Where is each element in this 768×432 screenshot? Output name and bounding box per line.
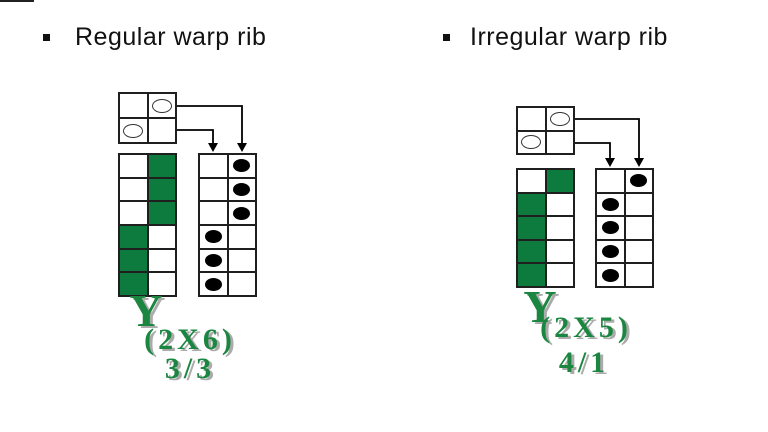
grid-cell [227, 177, 256, 202]
warp-symbol-label: Y [523, 281, 557, 332]
weave-unit-grid [118, 92, 177, 144]
grid-cell [624, 263, 653, 287]
grid-cell [199, 177, 228, 202]
warp-symbol-label: Y [129, 285, 163, 336]
grid-cell [227, 224, 256, 249]
grid-cell [199, 272, 228, 296]
grid-cell [227, 272, 256, 296]
warp-circle-icon [521, 135, 542, 150]
filled-cell [147, 177, 176, 202]
grid-cell [199, 154, 228, 178]
grid-cell [624, 216, 653, 240]
grid-cell [545, 192, 574, 217]
grid-cell [624, 192, 653, 217]
filled-cell [119, 272, 148, 296]
lift-dot-icon [204, 277, 222, 291]
grid-cell [596, 192, 625, 217]
grid-cell [147, 118, 176, 143]
grid-cell [596, 239, 625, 264]
lifting-plan-grid [595, 168, 654, 288]
weave-unit-grid [516, 106, 575, 155]
filled-cell [517, 239, 546, 264]
title-row-irregular: Irregular warp rib [443, 22, 668, 52]
filled-cell [119, 248, 148, 273]
design-repeat-grid [516, 168, 575, 288]
filled-cell [147, 201, 176, 225]
design-repeat-grid [118, 153, 177, 297]
grid-cell [517, 107, 546, 131]
lift-dot-icon [233, 159, 251, 173]
grid-cell [119, 177, 148, 202]
arrowhead-icon [208, 143, 218, 152]
repeat-size-label: (2X6) [144, 323, 236, 356]
panel-title: Irregular warp rib [470, 23, 668, 51]
bullet-square-icon [443, 34, 450, 41]
grid-cell [227, 201, 256, 225]
rib-ratio-label: 3/3 [164, 352, 216, 385]
grid-cell [147, 272, 176, 296]
filled-cell [517, 216, 546, 240]
lift-dot-icon [601, 221, 619, 235]
grid-cell [199, 248, 228, 273]
grid-cell [227, 154, 256, 178]
arrow-irregular-left-column [575, 142, 611, 159]
grid-cell [147, 224, 176, 249]
lift-dot-icon [204, 230, 222, 244]
lift-dot-icon [204, 253, 222, 267]
lift-dot-icon [601, 197, 619, 211]
grid-cell [119, 93, 148, 118]
rib-ratio-label: 4/1 [558, 346, 610, 379]
warp-circle-icon [151, 98, 172, 113]
grid-cell [596, 169, 625, 193]
arrowhead-icon [634, 158, 644, 167]
lift-dot-icon [601, 245, 619, 259]
lift-dot-icon [601, 268, 619, 282]
grid-cell [147, 93, 176, 118]
grid-cell [596, 216, 625, 240]
arrowhead-icon [605, 158, 615, 167]
lift-dot-icon [630, 174, 648, 188]
grid-cell [545, 130, 574, 154]
bullet-square-icon [43, 34, 50, 41]
grid-cell [517, 169, 546, 193]
grid-cell [545, 107, 574, 131]
lifting-plan-grid [198, 153, 257, 297]
grid-cell [227, 248, 256, 273]
warp-circle-icon [549, 111, 570, 126]
arrow-regular-left-column [177, 129, 214, 144]
grid-cell [596, 263, 625, 287]
grid-cell [147, 248, 176, 273]
arrow-heads [208, 143, 644, 167]
grid-cell [545, 239, 574, 264]
grid-cell [199, 224, 228, 249]
warp-circle-icon [123, 123, 144, 138]
grid-cell [545, 263, 574, 287]
repeat-size-label: (2X5) [540, 311, 632, 344]
grid-cell [119, 118, 148, 143]
lift-dot-icon [233, 206, 251, 220]
grid-cell [624, 169, 653, 193]
title-row-regular: Regular warp rib [43, 22, 266, 52]
lift-dot-icon [233, 182, 251, 196]
grid-cell [517, 130, 546, 154]
filled-cell [517, 192, 546, 217]
grid-cell [199, 201, 228, 225]
panel-title: Regular warp rib [75, 23, 267, 51]
grid-cell [119, 154, 148, 178]
slide-edge-line [0, 0, 34, 2]
arrowhead-icon [237, 143, 247, 152]
grid-cell [624, 239, 653, 264]
filled-cell [517, 263, 546, 287]
grid-cell [119, 201, 148, 225]
arrow-regular-right-column [177, 105, 243, 144]
filled-cell [119, 224, 148, 249]
grid-cell [545, 216, 574, 240]
filled-cell [147, 154, 176, 178]
arrow-irregular-right-column [575, 118, 640, 159]
filled-cell [545, 169, 574, 193]
